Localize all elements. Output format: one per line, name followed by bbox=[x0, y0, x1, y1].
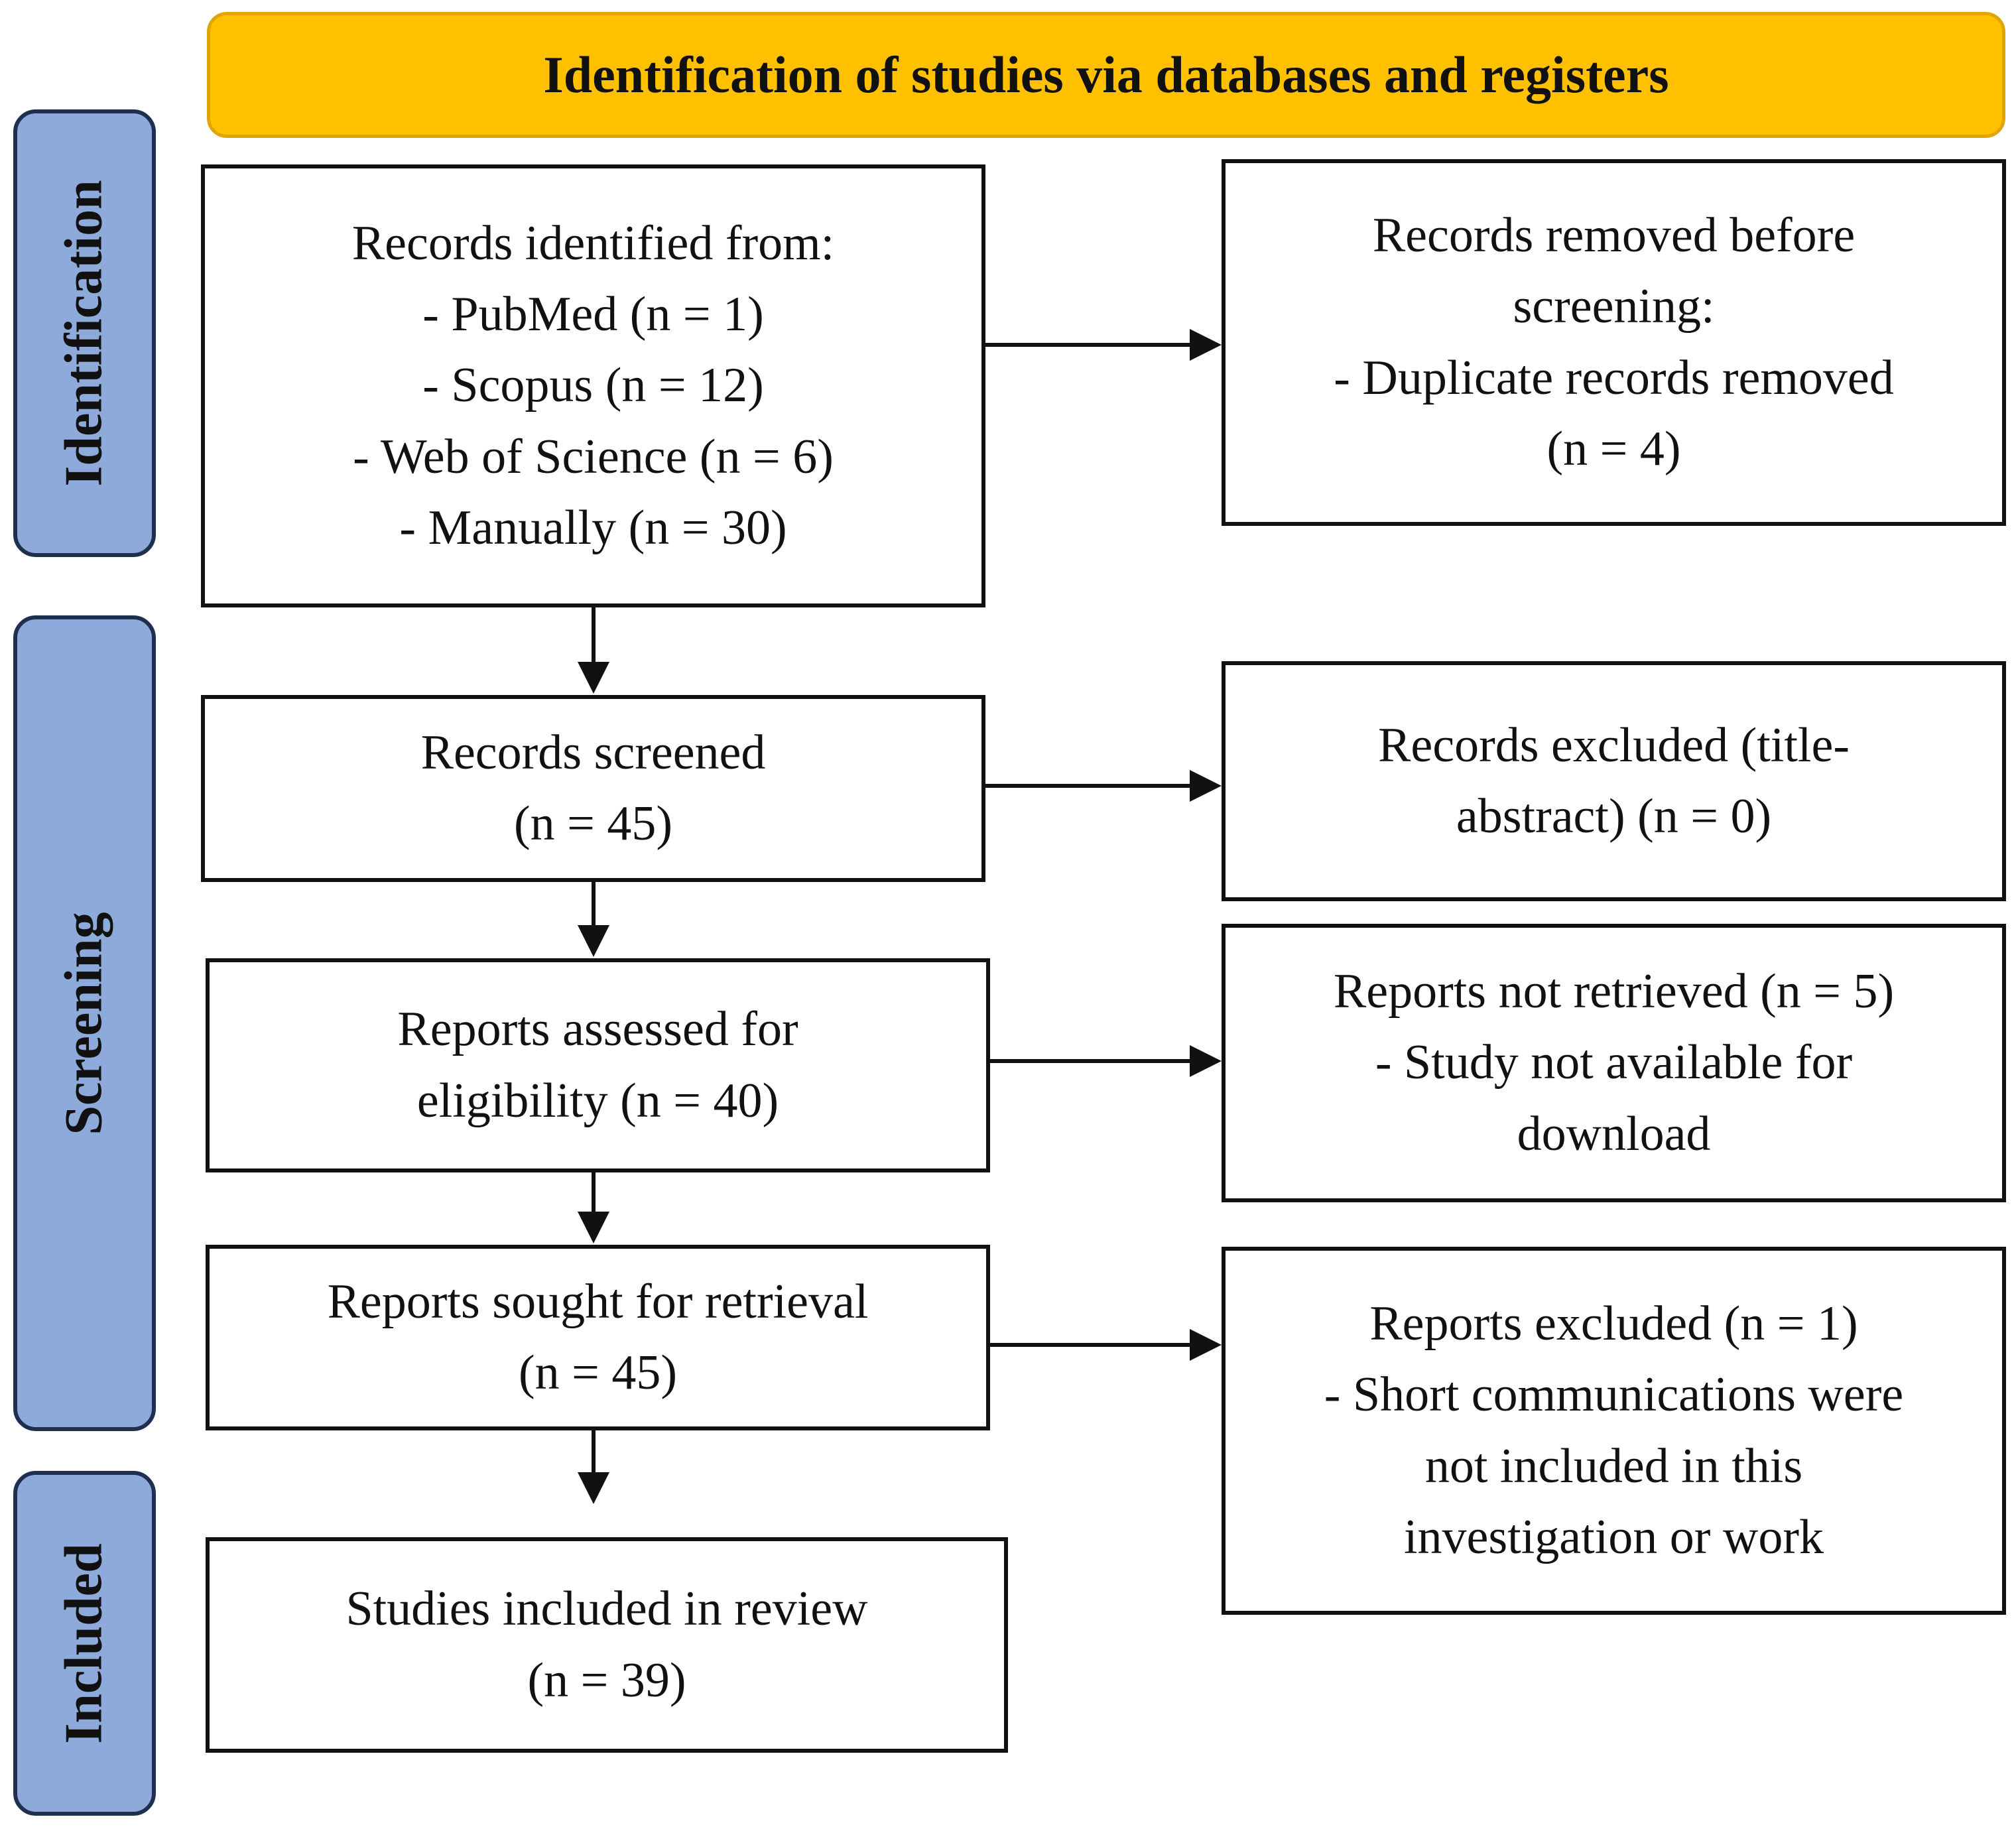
box-line: - Duplicate records removed bbox=[1334, 350, 1894, 405]
box-line: - PubMed (n = 1) bbox=[422, 287, 764, 342]
phase-included: Included bbox=[13, 1471, 156, 1816]
box-line: - Web of Science (n = 6) bbox=[353, 429, 834, 484]
studies-included-box: Studies included in review (n = 39) bbox=[206, 1537, 1008, 1753]
phase-identification: Identification bbox=[13, 109, 156, 557]
box-line: Studies included in review bbox=[346, 1582, 868, 1637]
box-line: eligibility (n = 40) bbox=[416, 1073, 779, 1128]
box-line: download bbox=[1517, 1106, 1711, 1161]
box-line: abstract) (n = 0) bbox=[1456, 789, 1772, 844]
box-line: Reports excluded (n = 1) bbox=[1369, 1296, 1858, 1351]
box-line: (n = 39) bbox=[527, 1653, 686, 1708]
box-line: screening: bbox=[1513, 279, 1715, 334]
box-line: Records identified from: bbox=[351, 216, 835, 271]
records-excluded-box: Records excluded (title- abstract) (n = … bbox=[1222, 661, 2006, 901]
reports-assessed-box: Reports assessed for eligibility (n = 40… bbox=[206, 958, 990, 1172]
box-line: Records excluded (title- bbox=[1378, 718, 1850, 773]
records-identified-box: Records identified from: - PubMed (n = 1… bbox=[201, 164, 985, 607]
reports-sought-box: Reports sought for retrieval (n = 45) bbox=[206, 1245, 990, 1430]
box-line: Reports sought for retrieval bbox=[327, 1274, 869, 1329]
phase-screening: Screening bbox=[13, 615, 156, 1431]
box-line: (n = 4) bbox=[1546, 421, 1681, 476]
box-line: Reports assessed for bbox=[397, 1002, 798, 1057]
box-line: (n = 45) bbox=[518, 1346, 678, 1400]
box-line: - Short communications were bbox=[1324, 1367, 1904, 1422]
section-header-title: Identification of studies via databases … bbox=[543, 46, 1669, 103]
box-line: Records screened bbox=[420, 725, 766, 780]
box-line: Reports not retrieved (n = 5) bbox=[1333, 964, 1895, 1019]
reports-excluded-box: Reports excluded (n = 1) - Short communi… bbox=[1222, 1247, 2006, 1615]
reports-not-retrieved-box: Reports not retrieved (n = 5) - Study no… bbox=[1222, 924, 2006, 1202]
box-line: investigation or work bbox=[1403, 1509, 1824, 1564]
box-line: - Scopus (n = 12) bbox=[422, 358, 764, 413]
box-line: not included in this bbox=[1424, 1438, 1803, 1493]
records-screened-box: Records screened (n = 45) bbox=[201, 695, 985, 882]
records-removed-box: Records removed before screening: - Dupl… bbox=[1222, 159, 2006, 526]
box-line: Records removed before bbox=[1372, 208, 1856, 263]
box-line: - Study not available for bbox=[1375, 1035, 1853, 1090]
box-line: (n = 45) bbox=[513, 796, 673, 851]
box-line: - Manually (n = 30) bbox=[399, 500, 787, 555]
section-header: Identification of studies via databases … bbox=[207, 12, 2005, 138]
